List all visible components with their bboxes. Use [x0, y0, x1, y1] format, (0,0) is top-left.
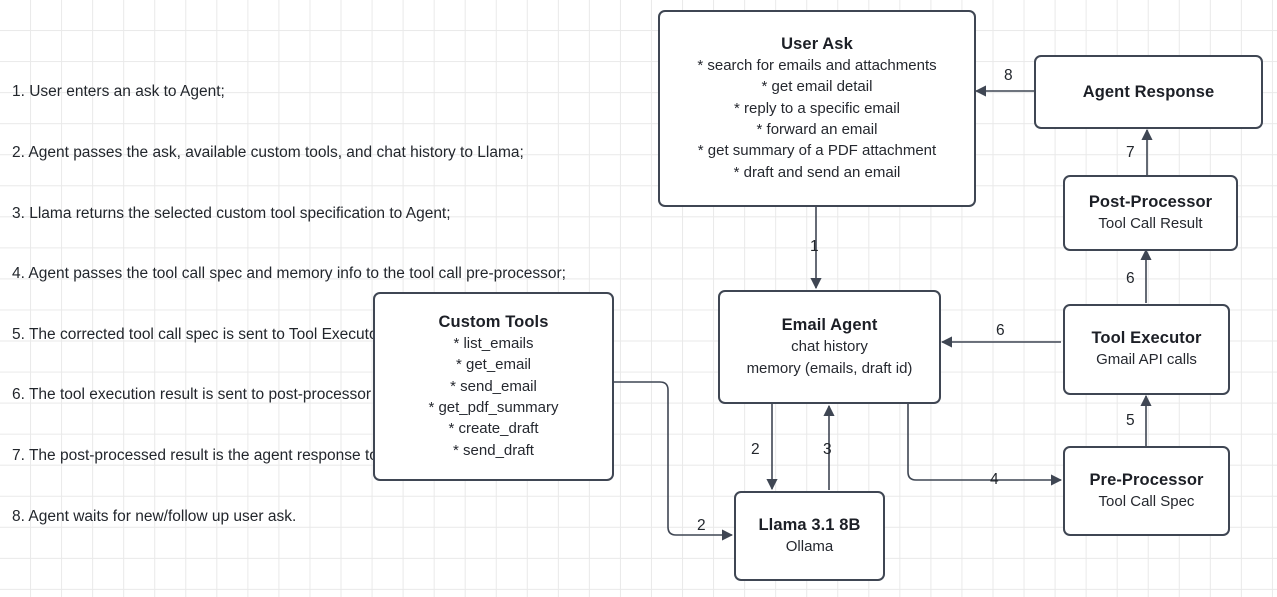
node-custom-tools-item-2: * get_email: [455, 356, 532, 374]
node-tool-executor-subtitle: Gmail API calls: [1096, 351, 1197, 369]
node-tool-executor[interactable]: Tool Executor Gmail API calls: [1063, 304, 1230, 395]
node-tool-executor-title: Tool Executor: [1091, 329, 1202, 348]
edge-label-8: 8: [1004, 67, 1013, 84]
edge-2-custom-tools-to-llama: [614, 381, 734, 541]
node-email-agent-title: Email Agent: [781, 316, 878, 335]
node-user-ask-title: User Ask: [781, 35, 853, 54]
node-custom-tools-item-1: * list_emails: [453, 335, 534, 353]
node-user-ask-item-4: * forward an email: [756, 121, 878, 138]
node-llama[interactable]: Llama 3.1 8B Ollama: [734, 491, 885, 581]
node-agent-response-title: Agent Response: [1082, 82, 1215, 101]
edge-label-2-agent-llama: 2: [751, 441, 760, 458]
legend-line-1: 1. User enters an ask to Agent;: [12, 83, 225, 101]
node-custom-tools-item-5: * create_draft: [448, 420, 539, 438]
edge-label-5: 5: [1126, 412, 1135, 429]
node-custom-tools-item-4: * get_pdf_summary: [428, 399, 559, 416]
legend-line-8: 8. Agent waits for new/follow up user as…: [12, 507, 297, 525]
node-user-ask-item-6: * draft and send an email: [733, 163, 901, 181]
edge-label-2-tools-llama: 2: [697, 517, 706, 534]
node-llama-subtitle: Ollama: [785, 537, 834, 555]
edge-label-6-exec-post: 6: [1126, 270, 1135, 287]
node-post-processor-title: Post-Processor: [1088, 192, 1213, 211]
node-user-ask-item-2: * get email detail: [761, 78, 873, 96]
edge-label-7: 7: [1126, 144, 1135, 161]
node-email-agent[interactable]: Email Agent chat history memory (emails,…: [718, 290, 941, 404]
node-pre-processor[interactable]: Pre-Processor Tool Call Spec: [1063, 446, 1230, 536]
node-pre-processor-subtitle: Tool Call Spec: [1098, 492, 1195, 510]
edge-label-3: 3: [823, 441, 832, 458]
legend-line-2: 2. Agent passes the ask, available custo…: [12, 144, 524, 162]
node-post-processor-subtitle: Tool Call Result: [1098, 214, 1203, 232]
legend-line-4: 4. Agent passes the tool call spec and m…: [12, 265, 566, 283]
node-email-agent-item-1: chat history: [791, 338, 868, 356]
node-user-ask-item-5: * get summary of a PDF attachment: [697, 142, 937, 160]
edge-label-6-exec-agent: 6: [996, 322, 1005, 339]
node-post-processor[interactable]: Post-Processor Tool Call Result: [1063, 175, 1238, 251]
legend-line-3: 3. Llama returns the selected custom too…: [12, 204, 451, 222]
node-llama-title: Llama 3.1 8B: [758, 515, 861, 534]
node-pre-processor-title: Pre-Processor: [1089, 470, 1204, 489]
node-user-ask[interactable]: User Ask * search for emails and attachm…: [658, 10, 976, 207]
node-agent-response[interactable]: Agent Response: [1034, 55, 1263, 129]
node-user-ask-item-1: * search for emails and attachments: [697, 57, 937, 75]
node-custom-tools-item-6: * send_draft: [453, 441, 534, 459]
edge-label-4: 4: [990, 471, 999, 488]
edge-4-email-agent-to-pre-processor: [907, 404, 1063, 486]
node-custom-tools-title: Custom Tools: [438, 313, 549, 332]
edge-label-1: 1: [810, 238, 819, 255]
node-custom-tools-item-3: * send_email: [450, 377, 537, 395]
node-email-agent-item-2: memory (emails, draft id): [746, 359, 913, 377]
node-user-ask-item-3: * reply to a specific email: [734, 99, 900, 117]
node-custom-tools[interactable]: Custom Tools * list_emails * get_email *…: [373, 292, 614, 481]
